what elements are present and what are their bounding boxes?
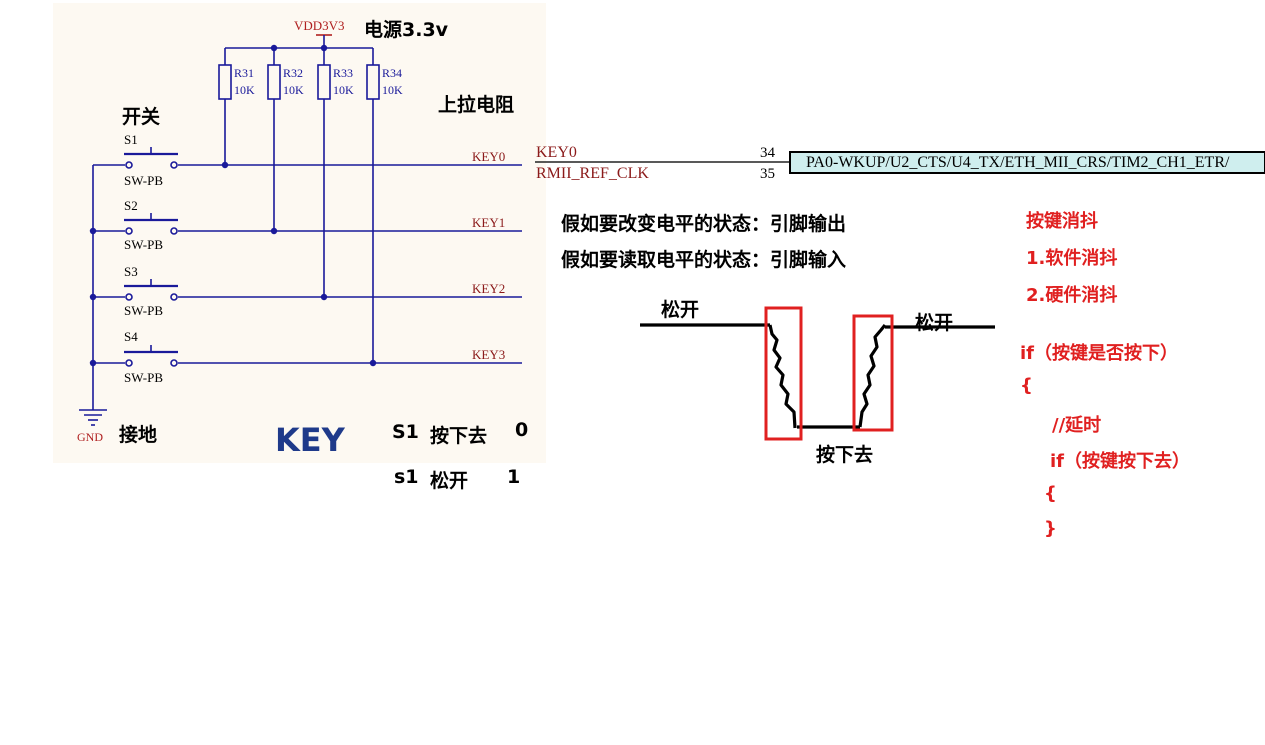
r31-value: 10K — [234, 83, 255, 97]
junction-dots — [89, 44, 377, 367]
code-line-inner-brace-close: } — [1044, 518, 1057, 539]
r31-ref: R31 — [234, 66, 255, 80]
r32-ref: R32 — [283, 66, 304, 80]
mcu-pin-number: 34 — [760, 145, 775, 161]
net-label-key1: KEY1 — [472, 215, 506, 230]
s3-type: SW-PB — [124, 303, 164, 318]
waveform-bounce-falling — [768, 324, 797, 429]
bounce-highlight-right — [852, 314, 894, 432]
s4-type: SW-PB — [124, 370, 164, 385]
waveform-left-label: 松开 — [661, 299, 700, 321]
r32-value: 10K — [283, 83, 304, 97]
net-label-key2: KEY2 — [472, 281, 506, 296]
mcu-next-net-label: RMII_REF_CLK — [536, 165, 649, 182]
schematic-panel — [53, 3, 546, 463]
code-line-inner-brace-open: { — [1044, 483, 1057, 504]
s1-ref: S1 — [124, 132, 138, 147]
mcu-pin-function: PA0-WKUP/U2_CTS/U4_TX/ETH_MII_CRS/TIM2_C… — [806, 154, 1230, 171]
switch-s3 — [124, 279, 178, 301]
state-row2-state: 松开 — [430, 470, 469, 492]
switch-s2 — [124, 213, 178, 235]
ground-net-label: GND — [77, 430, 103, 444]
supply-net-label: VDD3V3 — [294, 18, 345, 33]
r34-value: 10K — [382, 83, 403, 97]
note-input: 假如要读取电平的状态：引脚输入 — [561, 249, 847, 271]
debounce-hardware: 2.硬件消抖 — [1026, 285, 1118, 306]
state-row2-switch: s1 — [394, 466, 419, 488]
pullup-note: 上拉电阻 — [438, 94, 515, 116]
debounce-software: 1.软件消抖 — [1026, 248, 1118, 269]
note-output: 假如要改变电平的状态：引脚输出 — [561, 213, 847, 235]
state-row1-switch: S1 — [392, 421, 419, 443]
mcu-pin-box — [789, 151, 1265, 174]
schematic-title: KEY — [275, 421, 345, 459]
s4-ref: S4 — [124, 329, 138, 344]
s1-type: SW-PB — [124, 173, 164, 188]
switch-s1 — [124, 147, 178, 169]
ground-note: 接地 — [119, 424, 158, 446]
switch-s4 — [124, 345, 178, 367]
s3-ref: S3 — [124, 264, 138, 279]
code-line-inner-if: if（按键按下去） — [1050, 451, 1191, 472]
bounce-highlight-left — [764, 306, 803, 441]
r34-ref: R34 — [382, 66, 403, 80]
code-line-brace-open: { — [1020, 375, 1033, 396]
mcu-next-pin-number: 35 — [760, 166, 775, 182]
debounce-title: 按键消抖 — [1026, 211, 1098, 232]
supply-note: 电源3.3v — [364, 19, 449, 41]
waveform-bounce-rising — [858, 324, 887, 428]
mcu-next-row-clip: RMII_REF_CLK 35 — [530, 165, 790, 182]
state-row1-state: 按下去 — [430, 425, 488, 447]
waveform-bottom-label: 按下去 — [816, 444, 874, 466]
switch-note: 开关 — [122, 106, 161, 128]
s2-ref: S2 — [124, 198, 138, 213]
code-line-if: if（按键是否按下） — [1020, 343, 1179, 364]
net-label-key3: KEY3 — [472, 347, 506, 362]
state-row2-value: 1 — [507, 466, 521, 488]
code-line-delay: //延时 — [1052, 415, 1102, 436]
r33-ref: R33 — [333, 66, 354, 80]
s2-type: SW-PB — [124, 237, 164, 252]
net-label-key0: KEY0 — [472, 149, 506, 164]
r33-value: 10K — [333, 83, 354, 97]
state-row1-value: 0 — [515, 419, 529, 441]
mcu-net-label: KEY0 — [536, 144, 577, 161]
waveform-right-label: 松开 — [915, 312, 954, 334]
